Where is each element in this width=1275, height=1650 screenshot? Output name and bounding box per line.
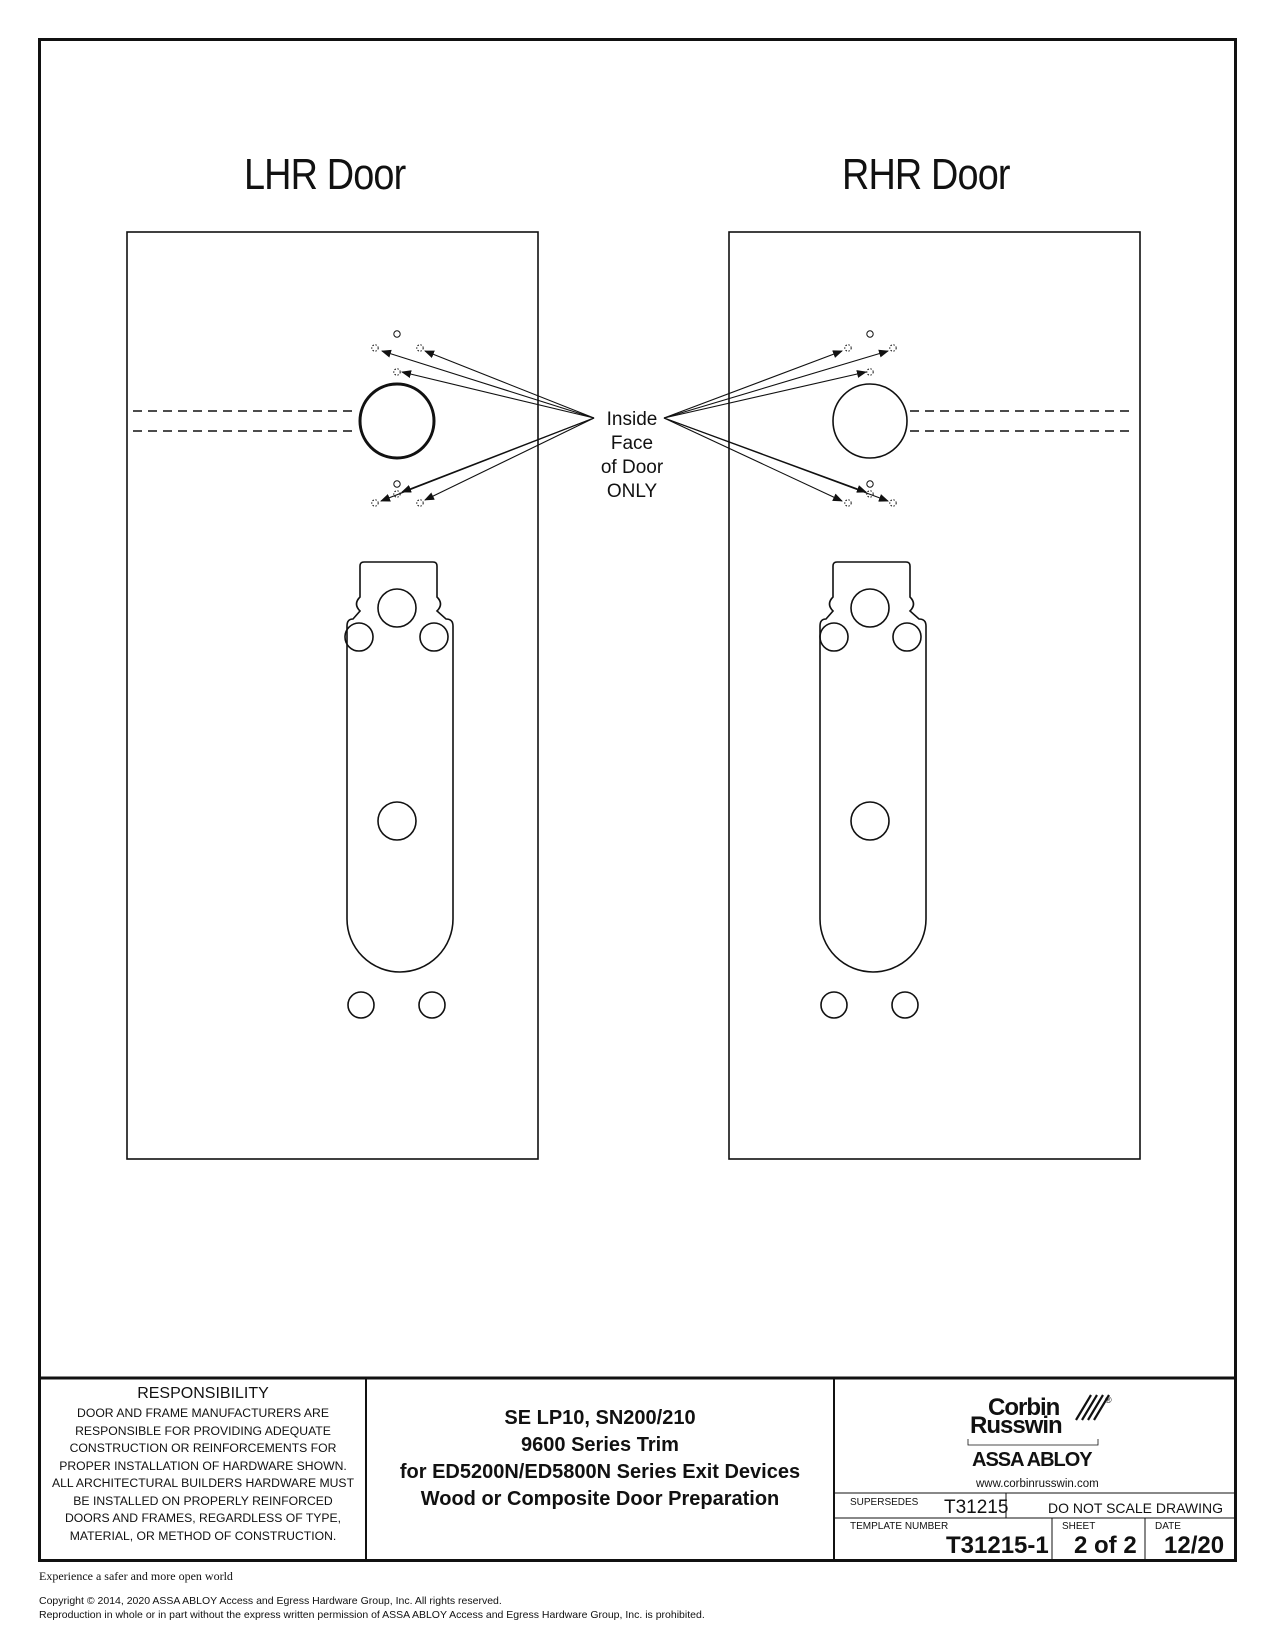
sheet-label: SHEET — [1062, 1521, 1096, 1532]
responsibility-text: DOOR AND FRAME MANUFACTURERS ARE RESPONS… — [42, 1405, 364, 1545]
page-border — [38, 38, 1237, 1562]
sheet-value: 2 of 2 — [1074, 1532, 1137, 1559]
template-number-value: T31215-1 — [946, 1532, 1049, 1559]
responsibility-line: ALL ARCHITECTURAL BUILDERS HARDWARE MUST — [51, 1476, 355, 1490]
responsibility-line: CONSTRUCTION OR REINFORCEMENTS FOR — [69, 1441, 337, 1455]
supersedes-value: T31215 — [944, 1497, 1009, 1518]
assa-abloy-brand: ASSA ABLOY — [972, 1449, 1093, 1471]
lhr-cylinder-hole — [358, 382, 436, 460]
lhr-door-title: LHR Door — [244, 150, 406, 199]
responsibility-block: RESPONSIBILITY DOOR AND FRAME MANUFACTUR… — [42, 1381, 364, 1559]
responsibility-line: DOORS AND FRAMES, REGARDLESS OF TYPE, — [64, 1511, 342, 1525]
rhr-mounting-holes — [844, 330, 897, 507]
responsibility-line: RESPONSIBLE FOR PROVIDING ADEQUATE — [75, 1423, 331, 1438]
title-line: SE LP10, SN200/210 — [504, 1407, 696, 1429]
rhr-trim-plate — [819, 561, 927, 1019]
title-block-lines — [39, 1376, 1236, 1561]
responsibility-heading: RESPONSIBILITY — [137, 1385, 269, 1402]
template-number-label: TEMPLATE NUMBER — [850, 1521, 949, 1532]
footer-copyright: Copyright © 2014, 2020 ASSA ABLOY Access… — [39, 1595, 502, 1607]
callout-line: Face — [610, 433, 654, 454]
callout-arrows-lhr — [380, 349, 595, 502]
rhr-cylinder-hole — [832, 383, 908, 459]
lhr-mounting-holes — [371, 330, 424, 507]
scale-note: DO NOT SCALE DRAWING — [1048, 1500, 1224, 1516]
footer-tagline: Experience a safer and more open world — [39, 1569, 233, 1583]
callout-arrows-rhr — [663, 349, 889, 502]
website-link[interactable]: www.corbinrusswin.com — [976, 1478, 1099, 1490]
inside-face-callout: Inside Face of Door ONLY — [588, 408, 676, 504]
callout-line: ONLY — [606, 481, 658, 502]
callout-line: Inside — [606, 409, 658, 430]
responsibility-line: DOOR AND FRAME MANUFACTURERS ARE — [77, 1406, 329, 1420]
footer-reproduction: Reproduction in whole or in part without… — [39, 1609, 705, 1621]
lhr-trim-plate — [344, 561, 454, 1019]
rhr-door-outline — [728, 231, 1141, 1160]
drawing-title: SE LP10, SN200/210 9600 Series Trim for … — [368, 1405, 832, 1513]
brand-line-1: Corbin — [988, 1394, 1060, 1421]
corbin-russwin-logo-mark — [1075, 1394, 1110, 1421]
supersedes-label: SUPERSEDES — [850, 1497, 919, 1508]
date-label: DATE — [1155, 1521, 1181, 1532]
brand-line-2: Russwin — [970, 1412, 1063, 1439]
registered-mark: ® — [1105, 1395, 1112, 1405]
responsibility-line: PROPER INSTALLATION OF HARDWARE SHOWN. — [59, 1458, 347, 1473]
callout-line: of Door — [600, 457, 664, 478]
rhr-door-title: RHR Door — [842, 150, 1010, 199]
title-line: for ED5200N/ED5800N Series Exit Devices — [399, 1461, 801, 1483]
title-line: Wood or Composite Door Preparation — [420, 1488, 780, 1510]
responsibility-line: MATERIAL, OR METHOD OF CONSTRUCTION. — [69, 1528, 337, 1543]
lhr-door-outline — [126, 231, 539, 1160]
responsibility-line: BE INSTALLED ON PROPERLY REINFORCED — [73, 1493, 333, 1508]
title-line: 9600 Series Trim — [521, 1434, 679, 1456]
date-value: 12/20 — [1164, 1532, 1225, 1559]
